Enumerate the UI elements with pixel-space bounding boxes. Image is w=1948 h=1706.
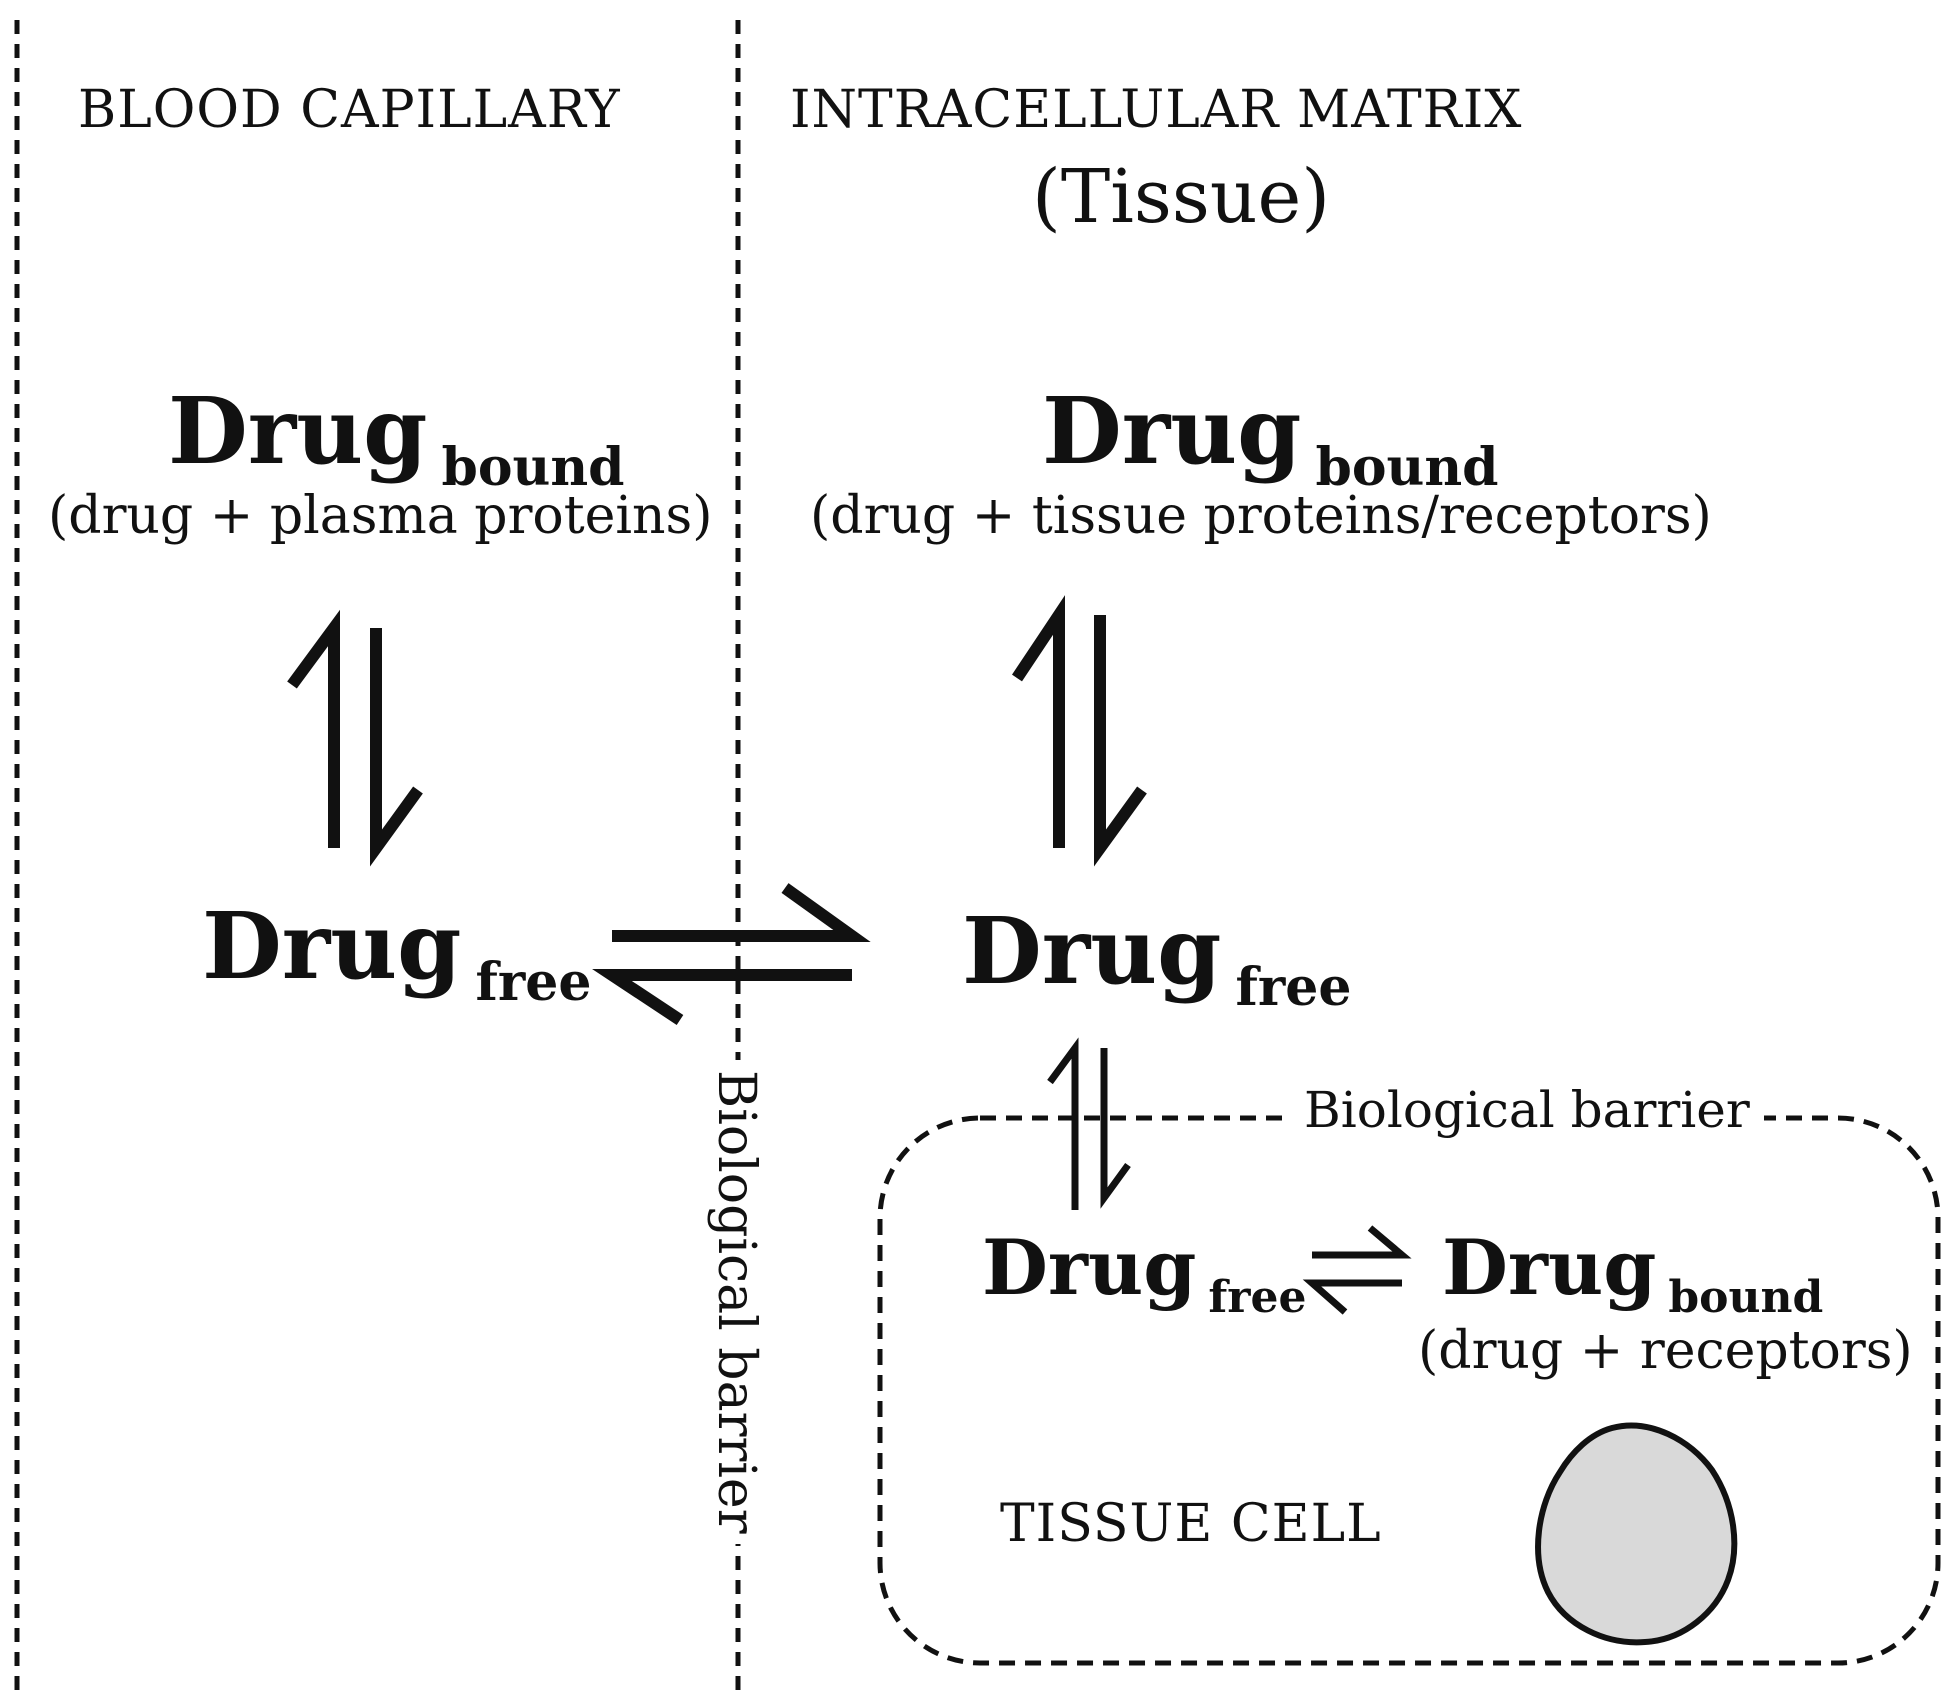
matrix-drug-bound-sub: bound: [1315, 437, 1499, 498]
cell-drug-bound-sub: bound: [1668, 1272, 1824, 1323]
barrier-exchange-arrows: [592, 883, 871, 1026]
cell-barrier-label: Biological barrier: [1290, 1085, 1764, 1135]
matrix-equilibrium-arrows: [1012, 595, 1147, 867]
blood-capillary-heading: BLOOD CAPILLARY: [78, 80, 621, 140]
tissue-cell-boundary: [877, 1115, 1941, 1666]
cell-drug-free-word: Drug: [982, 1223, 1197, 1312]
cell-drug-free-sub: free: [1208, 1272, 1307, 1323]
tissue-cell-label: TISSUE CELL: [1000, 1494, 1382, 1554]
intracellular-matrix-heading: INTRACELLULAR MATRIX: [790, 80, 1523, 140]
vertical-barrier-label: Biological barrier: [706, 1060, 766, 1544]
matrix-drug-bound-word: Drug: [1042, 377, 1302, 485]
tissue-subheading: (Tissue): [1032, 154, 1331, 240]
capillary-drug-bound-sub: bound: [441, 437, 625, 498]
cell-bound-note: (drug + receptors): [1418, 1321, 1913, 1381]
matrix-bound-note: (drug + tissue proteins/receptors): [810, 486, 1712, 546]
capillary-drug-free-word: Drug: [202, 892, 462, 1000]
matrix-drug-free-word: Drug: [962, 897, 1222, 1005]
matrix-drug-free-sub: free: [1235, 957, 1352, 1018]
capillary-drug-bound-word: Drug: [168, 377, 428, 485]
cell-equilibrium-arrows: [1302, 1225, 1412, 1315]
capillary-drug-free-sub: free: [475, 952, 592, 1013]
capillary-bound-note: (drug + plasma proteins): [48, 486, 713, 546]
cell-entry-arrows: [1047, 1037, 1131, 1210]
cell-drug-bound-word: Drug: [1442, 1223, 1657, 1312]
capillary-equilibrium-arrows: [287, 609, 423, 867]
cell-nucleus: [1535, 1422, 1738, 1646]
